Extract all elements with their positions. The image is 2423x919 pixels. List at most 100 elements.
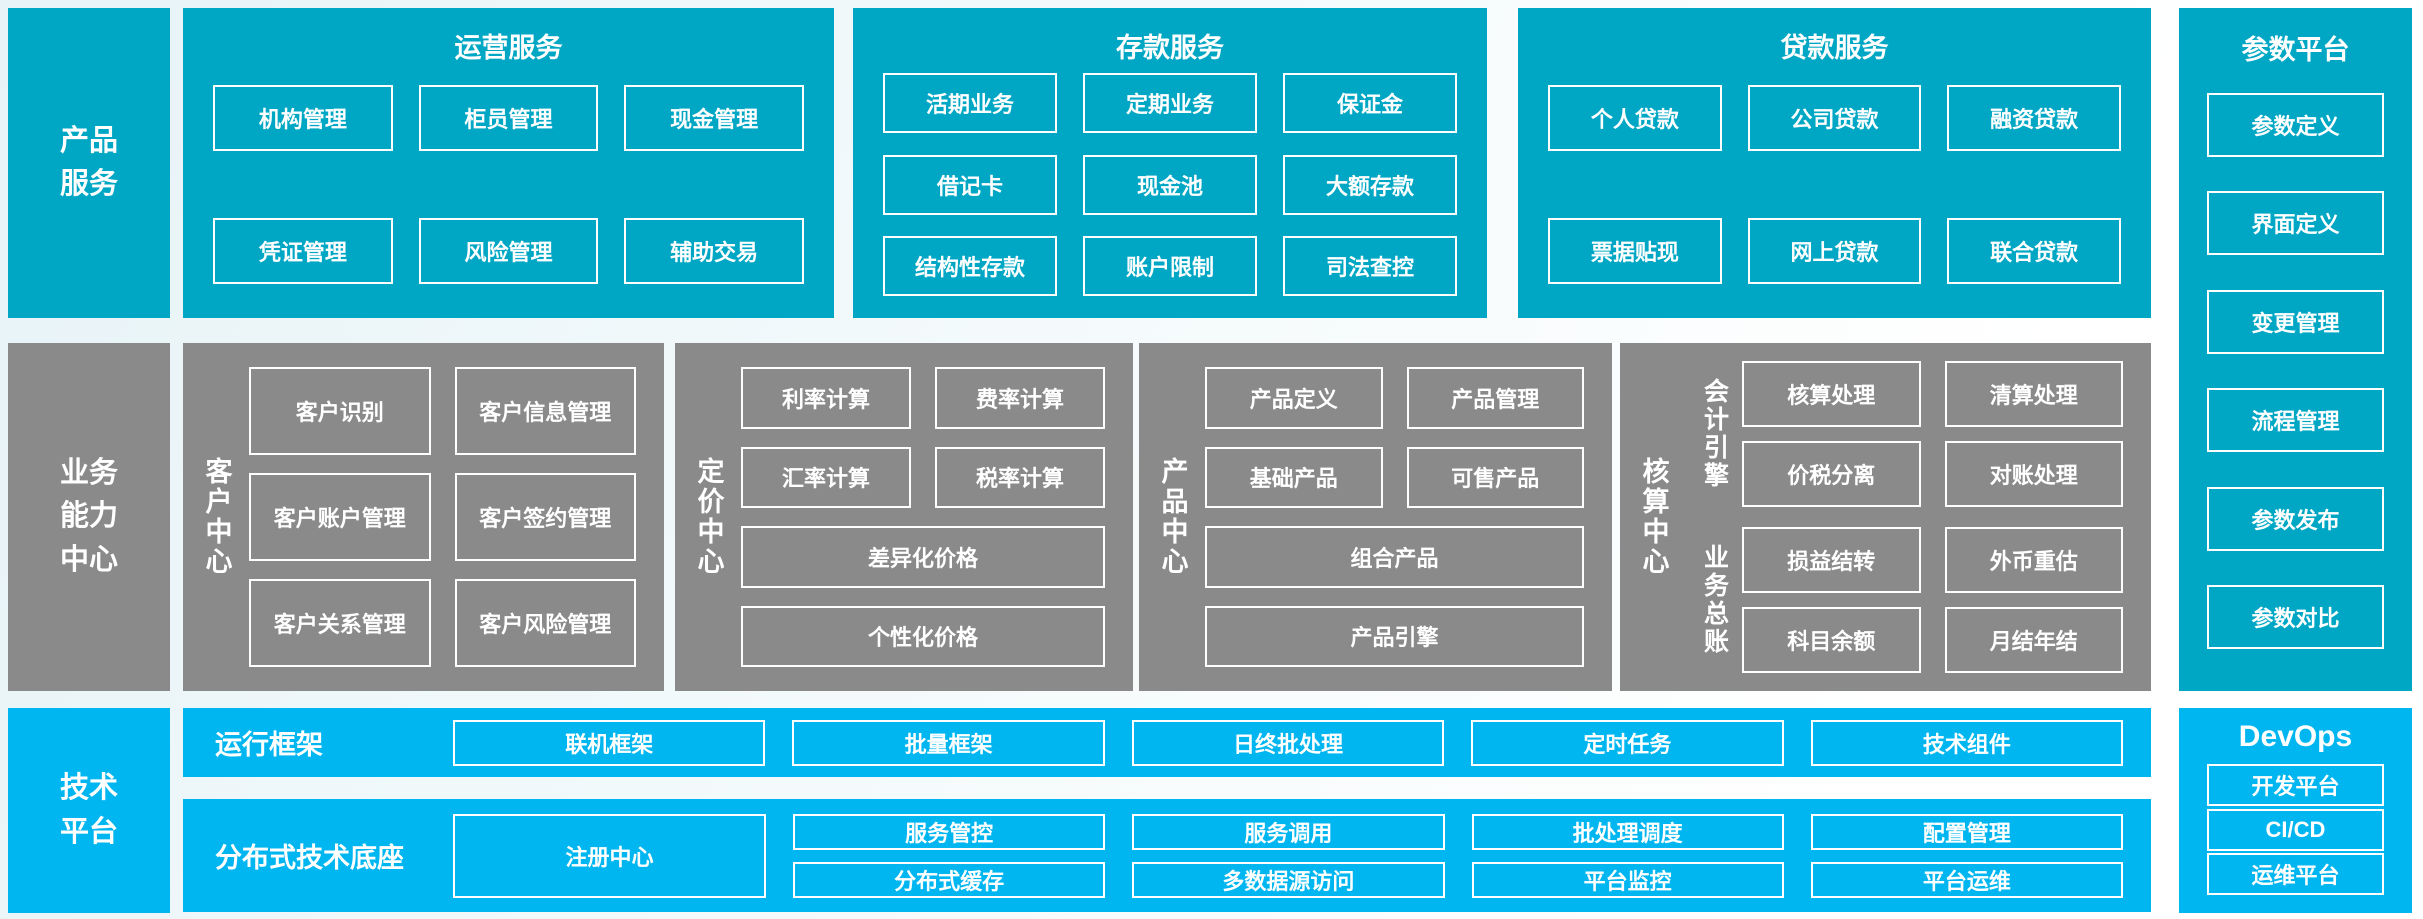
diagram-node: 批量框架	[792, 719, 1105, 766]
section-loan-services: 贷款服务 个人贷款 公司贷款 融资贷款 票据贴现 网上贷款 联合贷款	[1518, 8, 2151, 318]
diagram-node: 批处理调度	[1471, 813, 1784, 850]
accounting-engine-group: 会计引擎 核算处理 清算处理 价税分离 对账处理	[1686, 361, 2123, 507]
diagram-node: 核算处理	[1742, 361, 1921, 427]
diagram-node: 个人贷款	[1548, 85, 1722, 152]
diagram-node: 产品引擎	[1205, 605, 1584, 667]
diagram-node: 账户限制	[1083, 236, 1257, 297]
diagram-node: 客户签约管理	[454, 473, 636, 561]
diagram-node: 服务调用	[1132, 813, 1445, 850]
section-title: 运营服务	[454, 33, 563, 63]
diagram-node: 服务管控	[793, 813, 1106, 850]
band-label: 运行框架	[215, 730, 323, 760]
diagram-node: 组合产品	[1205, 526, 1584, 588]
diagram-node: 汇率计算	[741, 446, 911, 508]
rail-product-services: 产品服务	[8, 8, 170, 318]
section-product-center: 产品中心 产品定义 产品管理 基础产品 可售产品 组合产品 产品引擎	[1139, 343, 1612, 691]
section-vertical-label: 核算中心	[1638, 457, 1669, 577]
band-runtime-framework: 运行框架 联机框架 批量框架 日终批处理 定时任务 技术组件	[183, 708, 2151, 777]
node-grid: 个人贷款 公司贷款 融资贷款 票据贴现 网上贷款 联合贷款	[1518, 65, 2151, 318]
diagram-node: 外币重估	[1944, 527, 2123, 593]
diagram-node: 定期业务	[1083, 72, 1257, 133]
vertical-label-wrap: 业务总账	[1686, 527, 1742, 673]
section-devops: DevOps 开发平台 CI/CD 运维平台	[2179, 708, 2412, 913]
diagram-node: 价税分离	[1742, 441, 1921, 507]
diagram-node: 开发平台	[2207, 764, 2384, 807]
diagram-node: 技术组件	[1810, 719, 2124, 766]
section-title: 贷款服务	[1780, 33, 1889, 63]
section-vertical-label: 定价中心	[693, 457, 724, 577]
diagram-node: 平台运维	[1810, 861, 2123, 898]
section-customer-center: 客户中心 客户识别 客户信息管理 客户账户管理 客户签约管理 客户关系管理 客户…	[183, 343, 664, 691]
diagram-node: 现金管理	[624, 85, 804, 152]
diagram-node: 差异化价格	[741, 526, 1105, 588]
diagram-node: 机构管理	[213, 85, 393, 152]
diagram-node: 参数发布	[2207, 486, 2384, 551]
diagram-node: 平台监控	[1471, 861, 1784, 898]
diagram-node: 司法查控	[1283, 236, 1457, 297]
vertical-label-wrap: 会计引擎	[1686, 361, 1742, 507]
section-parameter-platform: 参数平台 参数定义 界面定义 变更管理 流程管理 参数发布 参数对比	[2179, 8, 2412, 691]
rail-label: 技术平台	[59, 772, 118, 848]
node-grid: 损益结转 外币重估 科目余额 月结年结	[1742, 527, 2123, 673]
diagram-node: 辅助交易	[624, 217, 804, 284]
node-grid: 机构管理 柜员管理 现金管理 凭证管理 风险管理 辅助交易	[183, 65, 834, 318]
section-operation-services: 运营服务 机构管理 柜员管理 现金管理 凭证管理 风险管理 辅助交易	[183, 8, 834, 318]
diagram-node: 清算处理	[1944, 361, 2123, 427]
diagram-node: 个性化价格	[741, 605, 1105, 667]
diagram-node: CI/CD	[2207, 808, 2384, 851]
vertical-label-wrap: 客户中心	[183, 343, 249, 691]
diagram-node: 注册中心	[453, 813, 766, 898]
diagram-node: 公司贷款	[1747, 85, 1922, 152]
diagram-node: 客户账户管理	[249, 473, 431, 561]
section-accounting-center: 核算中心 会计引擎 核算处理 清算处理 价税分离 对账处理 业务总账 损	[1620, 343, 2151, 691]
business-ledger-group: 业务总账 损益结转 外币重估 科目余额 月结年结	[1686, 527, 2123, 673]
accounting-groups: 会计引擎 核算处理 清算处理 价税分离 对账处理 业务总账 损益结转 外币重估 …	[1686, 343, 2151, 691]
diagram-node: 活期业务	[883, 72, 1057, 133]
node-grid: 注册中心 服务管控 服务调用 批处理调度 配置管理 分布式缓存 多数据源访问 平…	[453, 813, 2123, 898]
diagram-node: 现金池	[1083, 154, 1257, 215]
diagram-node: 保证金	[1283, 72, 1457, 133]
diagram-node: 费率计算	[935, 367, 1105, 429]
diagram-node: 客户风险管理	[454, 579, 636, 667]
diagram-node: 流程管理	[2207, 388, 2384, 453]
diagram-node: 产品管理	[1406, 367, 1584, 429]
rail-business-capability: 业务能力中心	[8, 343, 170, 691]
diagram-node: 配置管理	[1810, 813, 2123, 850]
diagram-node: 大额存款	[1283, 154, 1457, 215]
node-grid: 利率计算 费率计算 汇率计算 税率计算 差异化价格 个性化价格	[741, 343, 1133, 691]
rail-tech-platform: 技术平台	[8, 708, 170, 913]
section-title: DevOps	[2238, 720, 2353, 753]
diagram-node: 日终批处理	[1131, 719, 1445, 766]
diagram-node: 可售产品	[1406, 446, 1584, 508]
diagram-node: 票据贴现	[1548, 217, 1722, 284]
section-title: 参数平台	[2241, 35, 2350, 65]
group-vertical-label: 业务总账	[1700, 544, 1729, 656]
diagram-node: 联合贷款	[1947, 217, 2121, 284]
diagram-node: 融资贷款	[1947, 85, 2121, 152]
diagram-node: 界面定义	[2207, 191, 2384, 256]
diagram-node: 客户识别	[249, 367, 431, 455]
diagram-node: 网上贷款	[1747, 217, 1922, 284]
diagram-node: 联机框架	[453, 719, 766, 766]
diagram-node: 多数据源访问	[1132, 861, 1445, 898]
node-grid: 产品定义 产品管理 基础产品 可售产品 组合产品 产品引擎	[1205, 343, 1612, 691]
node-row: 联机框架 批量框架 日终批处理 定时任务 技术组件	[453, 719, 2124, 766]
diagram-node: 损益结转	[1742, 527, 1921, 593]
group-vertical-label: 会计引擎	[1700, 378, 1729, 490]
band-distributed-base: 分布式技术底座 注册中心 服务管控 服务调用 批处理调度 配置管理 分布式缓存 …	[183, 799, 2151, 912]
diagram-node: 风险管理	[418, 217, 599, 284]
diagram-node: 分布式缓存	[793, 861, 1106, 898]
diagram-node: 客户关系管理	[249, 579, 431, 667]
vertical-label-wrap: 核算中心	[1620, 343, 1686, 691]
diagram-node: 运维平台	[2207, 852, 2384, 895]
rail-label: 产品服务	[59, 124, 118, 201]
diagram-node: 凭证管理	[213, 217, 393, 284]
vertical-label-wrap: 定价中心	[675, 343, 741, 691]
vertical-label-wrap: 产品中心	[1139, 343, 1205, 691]
diagram-node: 科目余额	[1742, 607, 1921, 673]
diagram-node: 参数定义	[2207, 93, 2384, 157]
diagram-node: 柜员管理	[418, 85, 599, 152]
diagram-node: 客户信息管理	[454, 367, 636, 455]
node-stack: 开发平台 CI/CD 运维平台	[2179, 754, 2412, 913]
